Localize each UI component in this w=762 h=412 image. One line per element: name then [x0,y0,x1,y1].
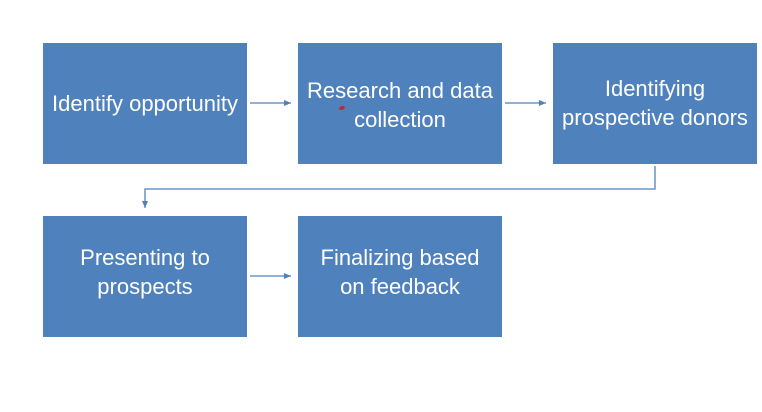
arrow-step3-to-step4 [142,166,656,208]
step-label: Identifying prospective donors [562,75,748,130]
step-box-identify-opportunity: Identify opportunity [43,43,247,164]
step-label: Finalizing based on feedback [320,244,480,299]
step-label: Research and data collection [307,77,493,132]
step-box-research-data-collection: Research and data collection [298,43,502,164]
step-label: Identify opportunity [52,91,238,116]
step-box-finalizing-based-on-feedback: Finalizing based on feedback [298,216,502,337]
step-box-presenting-to-prospects: Presenting to prospects [43,216,247,337]
step-label: Presenting to prospects [80,244,210,299]
step-box-identifying-prospective-donors: Identifying prospective donors [553,43,757,164]
